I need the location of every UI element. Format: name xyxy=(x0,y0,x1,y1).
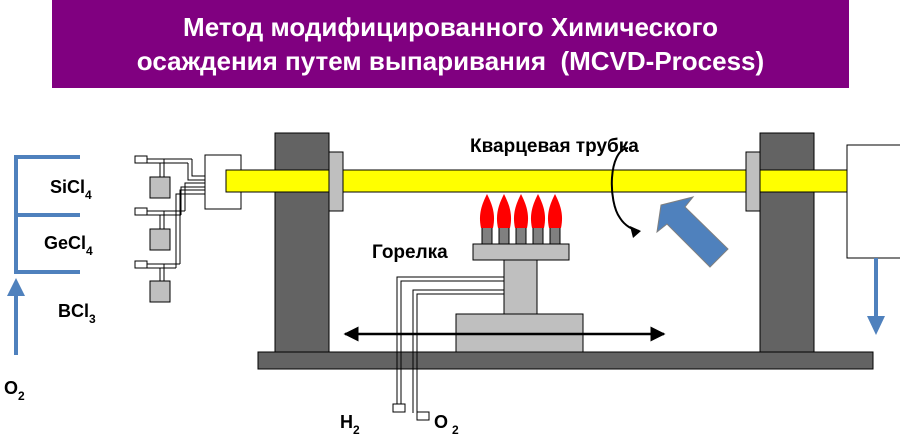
left-headstock xyxy=(274,132,330,353)
valve-sicl4 xyxy=(134,155,148,164)
burner-head xyxy=(472,243,570,261)
exhaust-box xyxy=(846,144,900,259)
bubbler-sicl4 xyxy=(134,155,192,199)
quartz-tube-label: Кварцевая трубка xyxy=(470,136,639,157)
title-line-2: осаждения путем выпаривания (MCVD-Proces… xyxy=(136,46,765,76)
gas-manifold xyxy=(14,155,80,274)
flames xyxy=(479,194,563,228)
o2-inlet-label: O2 xyxy=(4,378,25,403)
quartz-tube xyxy=(225,169,868,193)
burner-assembly xyxy=(455,225,584,353)
gas-collector-lines xyxy=(175,159,205,268)
exhaust-arrow xyxy=(867,258,885,335)
gecl4-label: GeCl4 xyxy=(44,233,93,258)
right-chuck xyxy=(745,151,761,212)
flame-nozzles xyxy=(481,225,561,245)
flow-arrow xyxy=(656,196,729,268)
bubbler-gecl4 xyxy=(134,207,185,251)
rotation-arrow xyxy=(610,147,641,238)
valve-gecl4 xyxy=(134,207,148,216)
title-banner: Метод модифицированного Химического осаж… xyxy=(52,0,849,88)
bcl3-label: BCl3 xyxy=(58,301,96,326)
burner-gas-lines xyxy=(396,276,504,413)
o2-inlet-arrow xyxy=(7,278,25,355)
valve-bcl3 xyxy=(134,260,148,269)
o2-valve xyxy=(416,411,430,421)
burner-label: Горелка xyxy=(372,242,448,263)
right-headstock xyxy=(759,132,815,353)
bubbler-bcl3 xyxy=(134,260,180,303)
h2-label: H2 xyxy=(340,412,360,437)
burner-stand xyxy=(503,258,538,315)
lathe-base xyxy=(257,351,874,370)
sicl4-label: SiCl4 xyxy=(50,177,92,202)
h2-valve xyxy=(392,403,406,413)
left-chuck xyxy=(328,151,344,212)
title-line-1: Метод модифицированного Химического xyxy=(183,12,718,42)
